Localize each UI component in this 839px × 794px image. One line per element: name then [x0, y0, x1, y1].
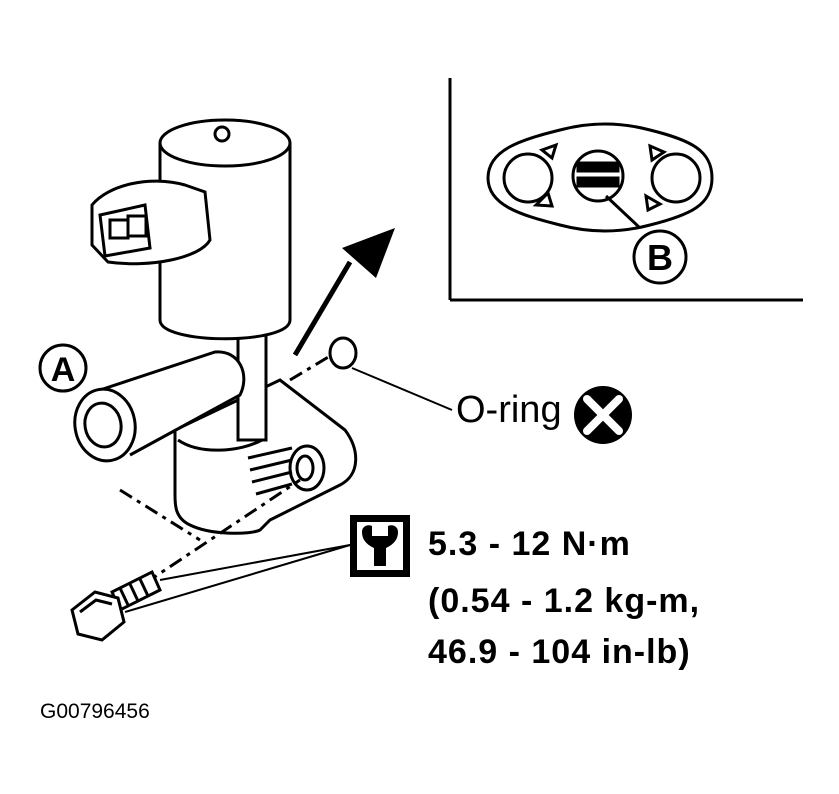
- callout-b: B: [632, 229, 688, 285]
- inset-frame: [448, 78, 803, 302]
- gasket-inset: [486, 122, 714, 233]
- torque-wrench-icon: [350, 515, 410, 577]
- direction-arrow: [292, 228, 395, 357]
- bolt: [70, 569, 162, 642]
- torque-spec-line-2: (0.54 - 1.2 kg-m,: [428, 582, 701, 620]
- x-circle-icon: [574, 386, 632, 444]
- o-ring-label: O-ring: [456, 389, 562, 431]
- solenoid-body: [90, 118, 358, 535]
- torque-leader-lines: [124, 544, 351, 613]
- figure-id: G00796456: [40, 700, 150, 723]
- mounting-hole: [247, 444, 326, 496]
- torque-spec-line-3: 46.9 - 104 in-lb): [428, 633, 691, 671]
- torque-spec-line-1: 5.3 - 12 N·m: [428, 525, 631, 563]
- callout-a-label: A: [51, 351, 76, 389]
- side-pipe: [73, 350, 246, 463]
- o-ring: [328, 336, 453, 411]
- callout-b-label: B: [647, 237, 673, 278]
- callout-a: A: [38, 343, 88, 393]
